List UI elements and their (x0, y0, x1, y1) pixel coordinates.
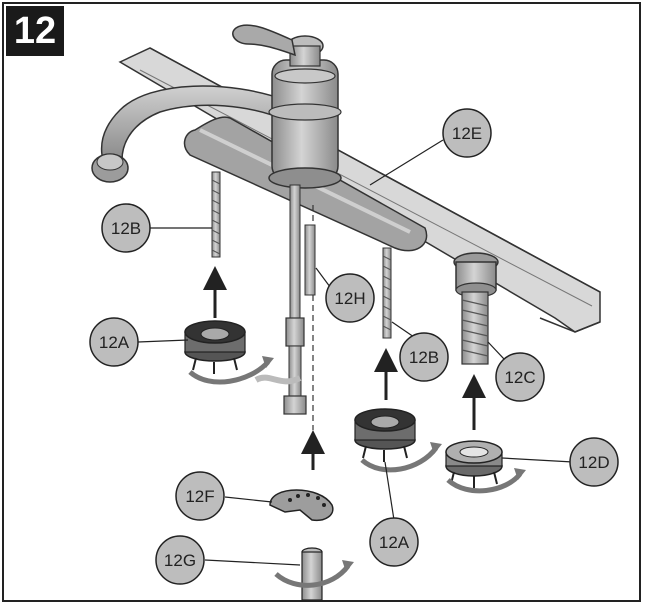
callout-12A-right: 12A (369, 517, 419, 567)
callout-12B-left: 12B (101, 203, 151, 253)
callout-12B-right: 12B (399, 332, 449, 382)
step-number-badge: 12 (6, 6, 64, 56)
svg-text:12H: 12H (334, 289, 365, 308)
svg-text:12C: 12C (504, 368, 535, 387)
threaded-stud-left (211, 171, 221, 258)
mounting-nut-left (184, 320, 246, 374)
svg-text:12G: 12G (164, 551, 196, 570)
callout-12E: 12E (442, 108, 492, 158)
upward-arrows (203, 266, 486, 470)
installation-tool (301, 547, 323, 601)
retaining-clip (269, 489, 334, 522)
svg-text:12E: 12E (452, 124, 482, 143)
rotation-arrows (188, 356, 526, 588)
callout-12A-left: 12A (89, 317, 139, 367)
spray-hose-guide (453, 252, 499, 365)
svg-text:12B: 12B (111, 219, 141, 238)
handle-lever (232, 24, 296, 57)
svg-text:12A: 12A (379, 533, 410, 552)
svg-text:12A: 12A (99, 333, 130, 352)
callout-12D: 12D (569, 437, 619, 487)
spray-nut (445, 440, 503, 488)
faucet-body (268, 35, 342, 189)
supply-tube (254, 184, 316, 430)
svg-text:12D: 12D (578, 453, 609, 472)
callout-12H: 12H (325, 273, 375, 323)
spout (91, 85, 286, 183)
svg-text:12B: 12B (409, 348, 439, 367)
mounting-nut-right (354, 408, 416, 462)
callout-12G: 12G (155, 535, 205, 585)
threaded-stud-right (382, 247, 392, 339)
callout-12C: 12C (495, 352, 545, 402)
callout-12F: 12F (175, 471, 225, 521)
svg-text:12F: 12F (185, 487, 214, 506)
